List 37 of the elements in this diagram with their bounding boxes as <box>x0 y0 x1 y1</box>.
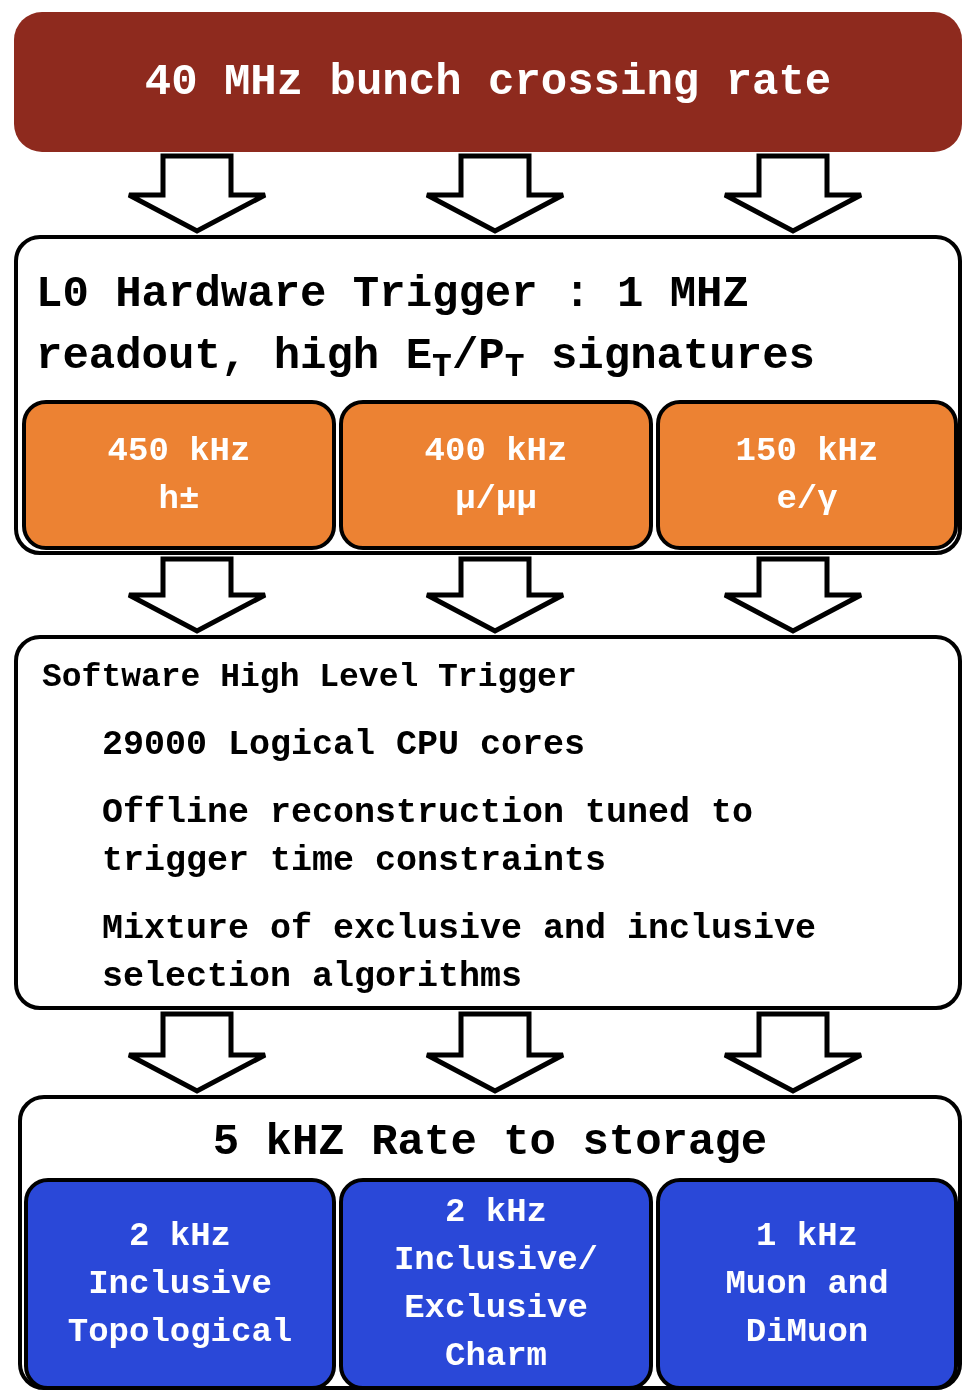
block-arrow <box>722 1011 864 1094</box>
block-arrow <box>722 153 864 234</box>
channel-label: 1 kHz <box>756 1216 858 1257</box>
block-arrow <box>424 1011 566 1094</box>
block-arrow <box>722 556 864 634</box>
block-arrow <box>126 556 268 634</box>
channel-label: 400 kHz <box>424 431 568 472</box>
block-arrow <box>424 556 566 634</box>
channel-label: 450 kHz <box>107 431 251 472</box>
stage-title: L0 Hardware Trigger : 1 MHZ readout, high E$_{T}$/P$_{T}$ signatures <box>36 268 816 387</box>
rate-channel-box <box>339 400 653 550</box>
channel-label: h± <box>158 479 200 520</box>
block-arrow <box>126 153 268 234</box>
channel-label: μ/μμ <box>455 479 537 520</box>
channel-label: Inclusive Topological <box>66 1264 294 1353</box>
stage-description: Mixture of exclusive and inclusive selection algorithms <box>102 907 818 999</box>
channel-label: 150 kHz <box>735 431 879 472</box>
rate-banner <box>14 12 962 152</box>
trigger-stage-box <box>14 635 962 1010</box>
stage-description: 29000 Logical CPU cores <box>102 723 587 767</box>
stage-description: Offline reconstruction tuned to trigger time constraints <box>102 791 755 883</box>
block-arrow <box>126 1011 268 1094</box>
rate-channel-box <box>656 400 958 550</box>
storage-stage-box <box>18 1095 962 1390</box>
channel-label: Inclusive/ Exclusive Charm <box>392 1240 599 1377</box>
output-channel-box <box>656 1178 958 1390</box>
stage-title: Software High Level Trigger <box>42 658 578 698</box>
channel-label: Muon and DiMuon <box>724 1264 890 1353</box>
output-channel-box <box>24 1178 336 1390</box>
channel-label: 2 kHz <box>445 1192 547 1233</box>
trigger-stage-box <box>14 235 962 555</box>
block-arrow <box>424 153 566 234</box>
channel-label: 2 kHz <box>129 1216 231 1257</box>
rate-channel-box <box>22 400 336 550</box>
banner-title: 40 MHz bunch crossing rate <box>144 56 832 109</box>
stage-title: 5 kHZ Rate to storage <box>211 1116 769 1169</box>
channel-label: e/γ <box>776 479 838 520</box>
